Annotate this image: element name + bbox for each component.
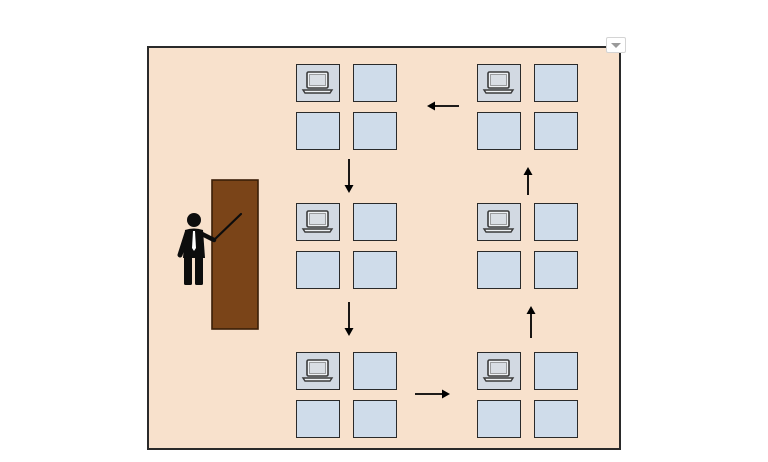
desk-with-laptop[interactable] — [296, 352, 340, 390]
desk-with-laptop[interactable] — [296, 203, 340, 241]
laptop-icon — [482, 359, 515, 382]
chevron-down-icon[interactable] — [606, 37, 626, 53]
desk[interactable] — [296, 400, 340, 438]
desk-with-laptop[interactable] — [477, 64, 521, 102]
desk[interactable] — [296, 251, 340, 289]
desk[interactable] — [477, 400, 521, 438]
desk[interactable] — [534, 112, 578, 150]
laptop-icon — [301, 71, 334, 94]
desk[interactable] — [353, 64, 397, 102]
laptop-icon — [482, 71, 515, 94]
desk[interactable] — [534, 64, 578, 102]
desk[interactable] — [296, 112, 340, 150]
laptop-icon — [301, 359, 334, 382]
desk[interactable] — [534, 400, 578, 438]
desk-with-laptop[interactable] — [296, 64, 340, 102]
desk[interactable] — [477, 112, 521, 150]
desk[interactable] — [534, 352, 578, 390]
desk[interactable] — [353, 251, 397, 289]
desk[interactable] — [353, 400, 397, 438]
desk[interactable] — [477, 251, 521, 289]
desk[interactable] — [353, 112, 397, 150]
desk-with-laptop[interactable] — [477, 352, 521, 390]
laptop-icon — [482, 210, 515, 233]
desk[interactable] — [353, 203, 397, 241]
laptop-icon — [301, 210, 334, 233]
desk-with-laptop[interactable] — [477, 203, 521, 241]
desk[interactable] — [534, 203, 578, 241]
desk[interactable] — [534, 251, 578, 289]
desk[interactable] — [353, 352, 397, 390]
